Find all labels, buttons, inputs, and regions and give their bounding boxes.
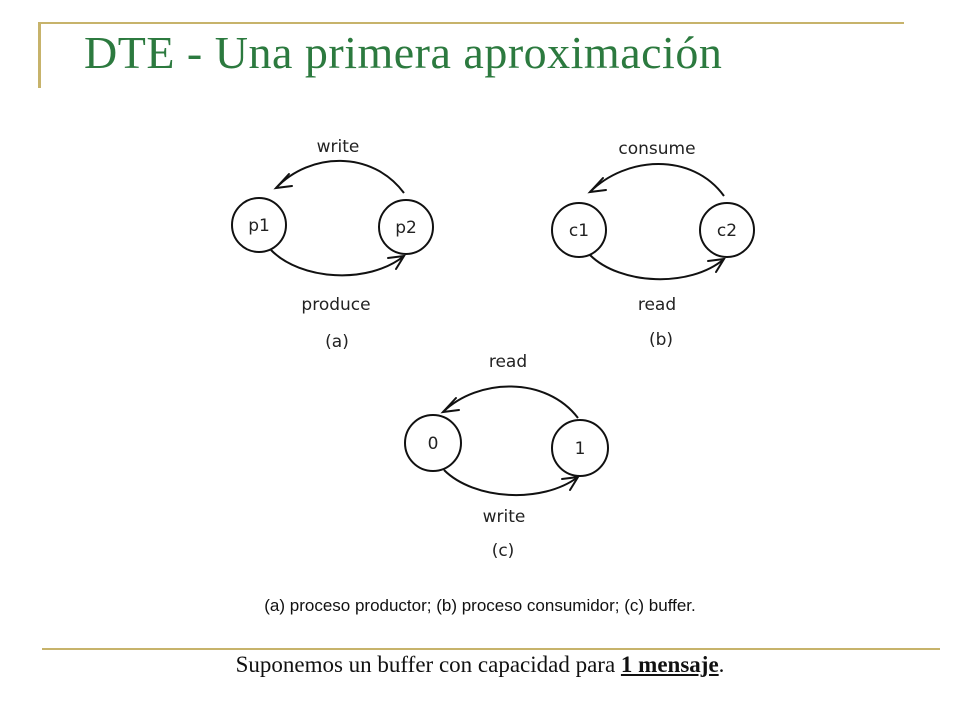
diagram-c-tag: (c)	[492, 541, 515, 561]
diagram-a-tag: (a)	[325, 332, 349, 352]
diagram-b-bottom-transition	[589, 254, 725, 281]
diagram-c-bottom-arrowhead	[561, 475, 580, 491]
diagram-a-top-transition	[275, 159, 405, 194]
diagram-b-bottom-label: read	[638, 295, 676, 315]
diagram-b-state-c1-label: c1	[569, 221, 589, 241]
diagram-a-bottom-arrowhead	[387, 254, 406, 270]
diagram-c-top-arrowhead	[440, 397, 460, 414]
diagram-a-bottom-transition	[270, 249, 405, 277]
assumption-note-suffix: .	[718, 652, 725, 677]
diagram-c-state-1	[551, 419, 609, 477]
diagram-c-top-transition	[442, 385, 579, 419]
diagram-b-top-label: consume	[618, 139, 695, 159]
diagram-a-top-label: write	[317, 137, 360, 157]
left-accent-rule	[38, 22, 41, 88]
diagram-a-state-p2-label: p2	[395, 218, 417, 238]
diagram-b-top-transition	[589, 163, 725, 197]
diagram-b: consume c1 c2 read (b)	[551, 139, 755, 350]
assumption-note-emphasis: 1 mensaje	[620, 652, 719, 677]
figure-caption: (a) proceso productor; (b) proceso consu…	[264, 596, 696, 615]
assumption-note-prefix: Suponemos un buffer con capacidad para	[235, 652, 621, 677]
diagram-b-state-c2	[699, 202, 755, 258]
assumption-note: Suponemos un buffer con capacidad para 1…	[0, 648, 960, 682]
diagram-c: read 0 1 write (c)	[404, 352, 609, 561]
top-rule	[38, 22, 904, 24]
diagram-a-bottom-label: produce	[301, 295, 370, 315]
diagram-c-top-label: read	[489, 352, 527, 372]
diagram-c-bottom-label: write	[483, 507, 526, 527]
diagram-b-tag: (b)	[649, 330, 673, 350]
diagram-b-bottom-arrowhead	[707, 257, 726, 273]
diagram-b-state-c2-label: c2	[717, 221, 737, 241]
diagram-a-state-p2	[378, 199, 434, 255]
diagram-b-top-arrowhead	[587, 177, 607, 194]
diagram-c-state-1-label: 1	[575, 439, 586, 459]
diagram-c-bottom-transition	[443, 469, 579, 497]
diagram-a-state-p1	[231, 197, 287, 253]
diagram-a-top-arrowhead	[273, 173, 293, 190]
diagram-b-state-c1	[551, 202, 607, 258]
diagram-c-state-0	[404, 414, 462, 472]
slide-title: DTE - Una primera aproximación	[84, 27, 723, 78]
bottom-rule	[42, 648, 940, 650]
diagram-c-state-0-label: 0	[428, 434, 439, 454]
diagram-a-state-p1-label: p1	[248, 216, 270, 236]
diagram-a: write p1 p2 produce (a)	[231, 137, 434, 352]
